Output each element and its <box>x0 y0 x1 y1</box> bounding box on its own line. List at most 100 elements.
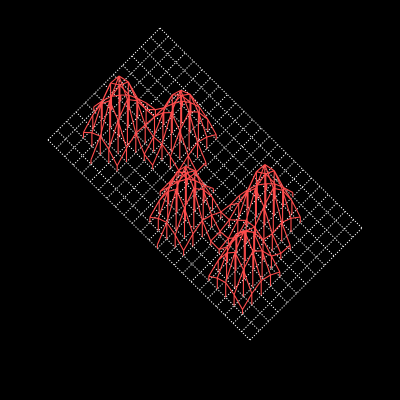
surface-ridge <box>161 143 171 157</box>
grid-line <box>47 27 161 141</box>
surface-ridge <box>225 282 235 296</box>
surface-ridge <box>178 170 188 180</box>
surface-ridge <box>271 233 282 254</box>
surface-ridge <box>202 214 212 221</box>
surface-ridge <box>218 246 228 251</box>
surface-ridge <box>156 222 168 245</box>
surface-ridge <box>108 120 119 150</box>
surface-ridge <box>181 94 192 104</box>
surface-ridge <box>173 100 183 105</box>
surface-ridge <box>184 188 195 209</box>
surface-ridge <box>203 184 214 190</box>
surface-ridge <box>145 108 155 118</box>
surface-ridge <box>195 180 205 186</box>
surface-ridge <box>271 222 283 235</box>
surface-ridge <box>281 217 292 224</box>
surface-ridge <box>210 231 221 242</box>
surface-ridge <box>110 75 120 84</box>
surface-ridge <box>163 94 173 109</box>
surface-ridge <box>230 202 239 206</box>
surface-ridge <box>91 103 102 133</box>
surface-ridge <box>186 171 197 180</box>
surface-ridge <box>273 170 284 188</box>
surface-ridge <box>245 188 257 221</box>
surface-ridge <box>135 132 145 155</box>
surface-ridge <box>196 142 207 163</box>
surface-ridge <box>159 181 170 192</box>
surface-ridge <box>174 207 186 236</box>
surface-ridge <box>183 233 194 251</box>
surface-ridge <box>262 233 273 241</box>
surface-ridge <box>239 189 249 196</box>
surface-ridge <box>198 106 209 120</box>
surface-ridge <box>203 184 213 198</box>
surface-ridge <box>99 135 110 150</box>
surface-ridge <box>210 240 220 250</box>
surface-ridge <box>217 246 228 261</box>
surface-ridge <box>265 173 276 185</box>
surface-ridge <box>207 119 217 135</box>
surface-ridge <box>180 89 191 95</box>
surface-ridge <box>91 132 101 137</box>
surface-ridge <box>211 214 221 232</box>
surface-ridge <box>172 89 181 96</box>
surface-ridge <box>154 107 165 118</box>
surface-ridge <box>196 162 207 173</box>
surface-ridge <box>189 93 199 113</box>
surface-ridge <box>254 164 266 189</box>
surface-ridge <box>163 103 174 109</box>
surface-ridge <box>238 189 249 204</box>
surface-ridge <box>187 178 196 182</box>
surface-ridge <box>225 252 236 283</box>
surface-ridge <box>237 192 248 221</box>
surface-ridge <box>101 95 112 102</box>
surface-mesh <box>82 75 301 314</box>
surface-ridge <box>169 130 181 157</box>
surface-ridge <box>144 124 155 138</box>
surface-ridge <box>157 191 169 219</box>
surface-ridge <box>236 220 247 238</box>
surface-ridge <box>149 200 160 218</box>
surface-ridge <box>177 172 187 183</box>
surface-ridge <box>208 260 219 277</box>
surface-ridge <box>153 136 163 145</box>
surface-ridge <box>90 136 101 161</box>
surface-ridge <box>187 155 198 173</box>
surface-ridge <box>111 94 121 97</box>
surface-ridge <box>247 171 257 190</box>
surface-ridge <box>127 81 139 99</box>
surface-ridge <box>169 156 180 171</box>
surface-ridge <box>190 102 200 108</box>
surface-ridge <box>265 170 275 175</box>
surface-ridge <box>126 132 137 149</box>
surface-ridge <box>291 200 301 218</box>
surface-ridge <box>129 94 138 100</box>
surface-ridge <box>158 186 170 202</box>
surface-ridge <box>270 255 281 273</box>
surface-ridge <box>192 220 203 235</box>
surface-ridge <box>168 181 179 188</box>
surface-ridge <box>242 293 253 310</box>
grid-line <box>249 227 363 341</box>
surface-ridge <box>233 269 244 295</box>
surface-ridge <box>172 94 182 96</box>
surface-ridge <box>158 217 168 223</box>
surface-ridge <box>256 171 266 175</box>
grid-line <box>241 219 354 333</box>
surface-ridge <box>137 98 148 104</box>
surface-ridge <box>281 222 291 246</box>
surface-ridge <box>254 206 265 228</box>
surface-ridge <box>149 216 159 219</box>
surface-ridge <box>208 275 218 279</box>
surface-ridge <box>180 90 190 112</box>
surface-ridge <box>172 95 182 104</box>
surface-ridge <box>264 164 275 172</box>
grid-line <box>215 194 329 308</box>
surface-ridge <box>187 141 198 156</box>
surface-ridge <box>181 93 191 96</box>
surface-ridge <box>271 252 281 257</box>
surface-ridge <box>256 164 266 173</box>
surface-ridge <box>178 155 189 171</box>
